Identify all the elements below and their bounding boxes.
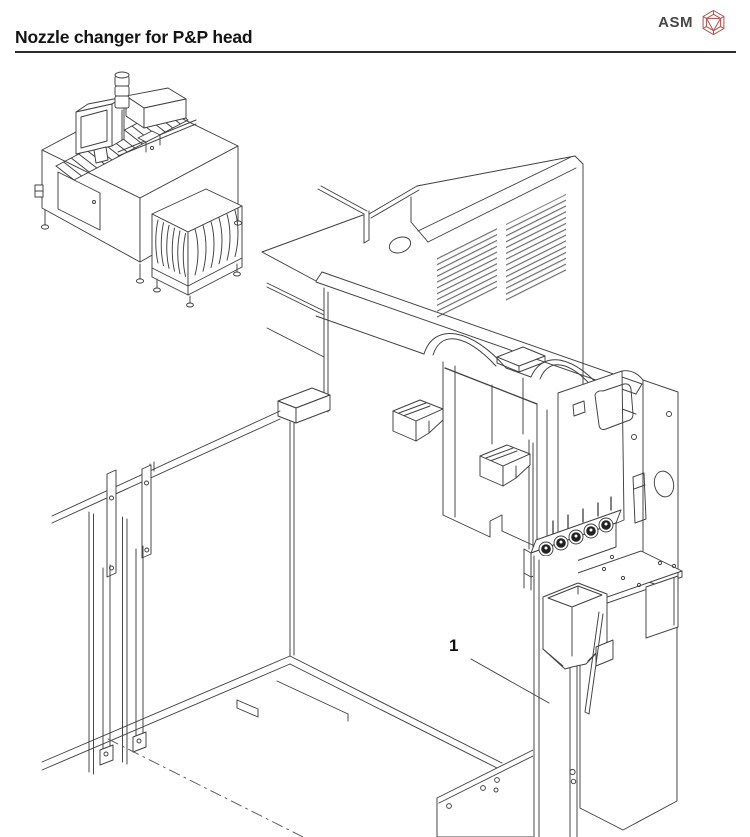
- asm-logo-text: ASM: [658, 14, 693, 31]
- page-title: Nozzle changer for P&P head: [15, 27, 253, 47]
- left-wall-and-floor: [41, 282, 538, 837]
- nozzle-holder-pins: [552, 496, 612, 535]
- hanging-panels-and-hooks: [392, 361, 548, 561]
- title-rule: [15, 51, 736, 54]
- vent-louvers-left: [437, 226, 497, 318]
- callout-1-leader-line: [470, 658, 550, 704]
- nozzle-sockets: [538, 517, 614, 557]
- asm-hexagon-icon: [702, 9, 725, 36]
- machine-overview-thumbnail: [34, 71, 243, 308]
- bracket-panel: [557, 370, 679, 593]
- mounting-beam: [315, 271, 643, 415]
- asm-logo: ASM: [658, 9, 727, 36]
- vent-wall: [417, 155, 584, 385]
- vent-louvers-right: [506, 194, 566, 302]
- callout-1-label: 1: [449, 636, 459, 655]
- nozzle-changer-location-drawing: [41, 155, 683, 837]
- top-cover: [261, 155, 576, 282]
- collection-bin: [542, 582, 614, 715]
